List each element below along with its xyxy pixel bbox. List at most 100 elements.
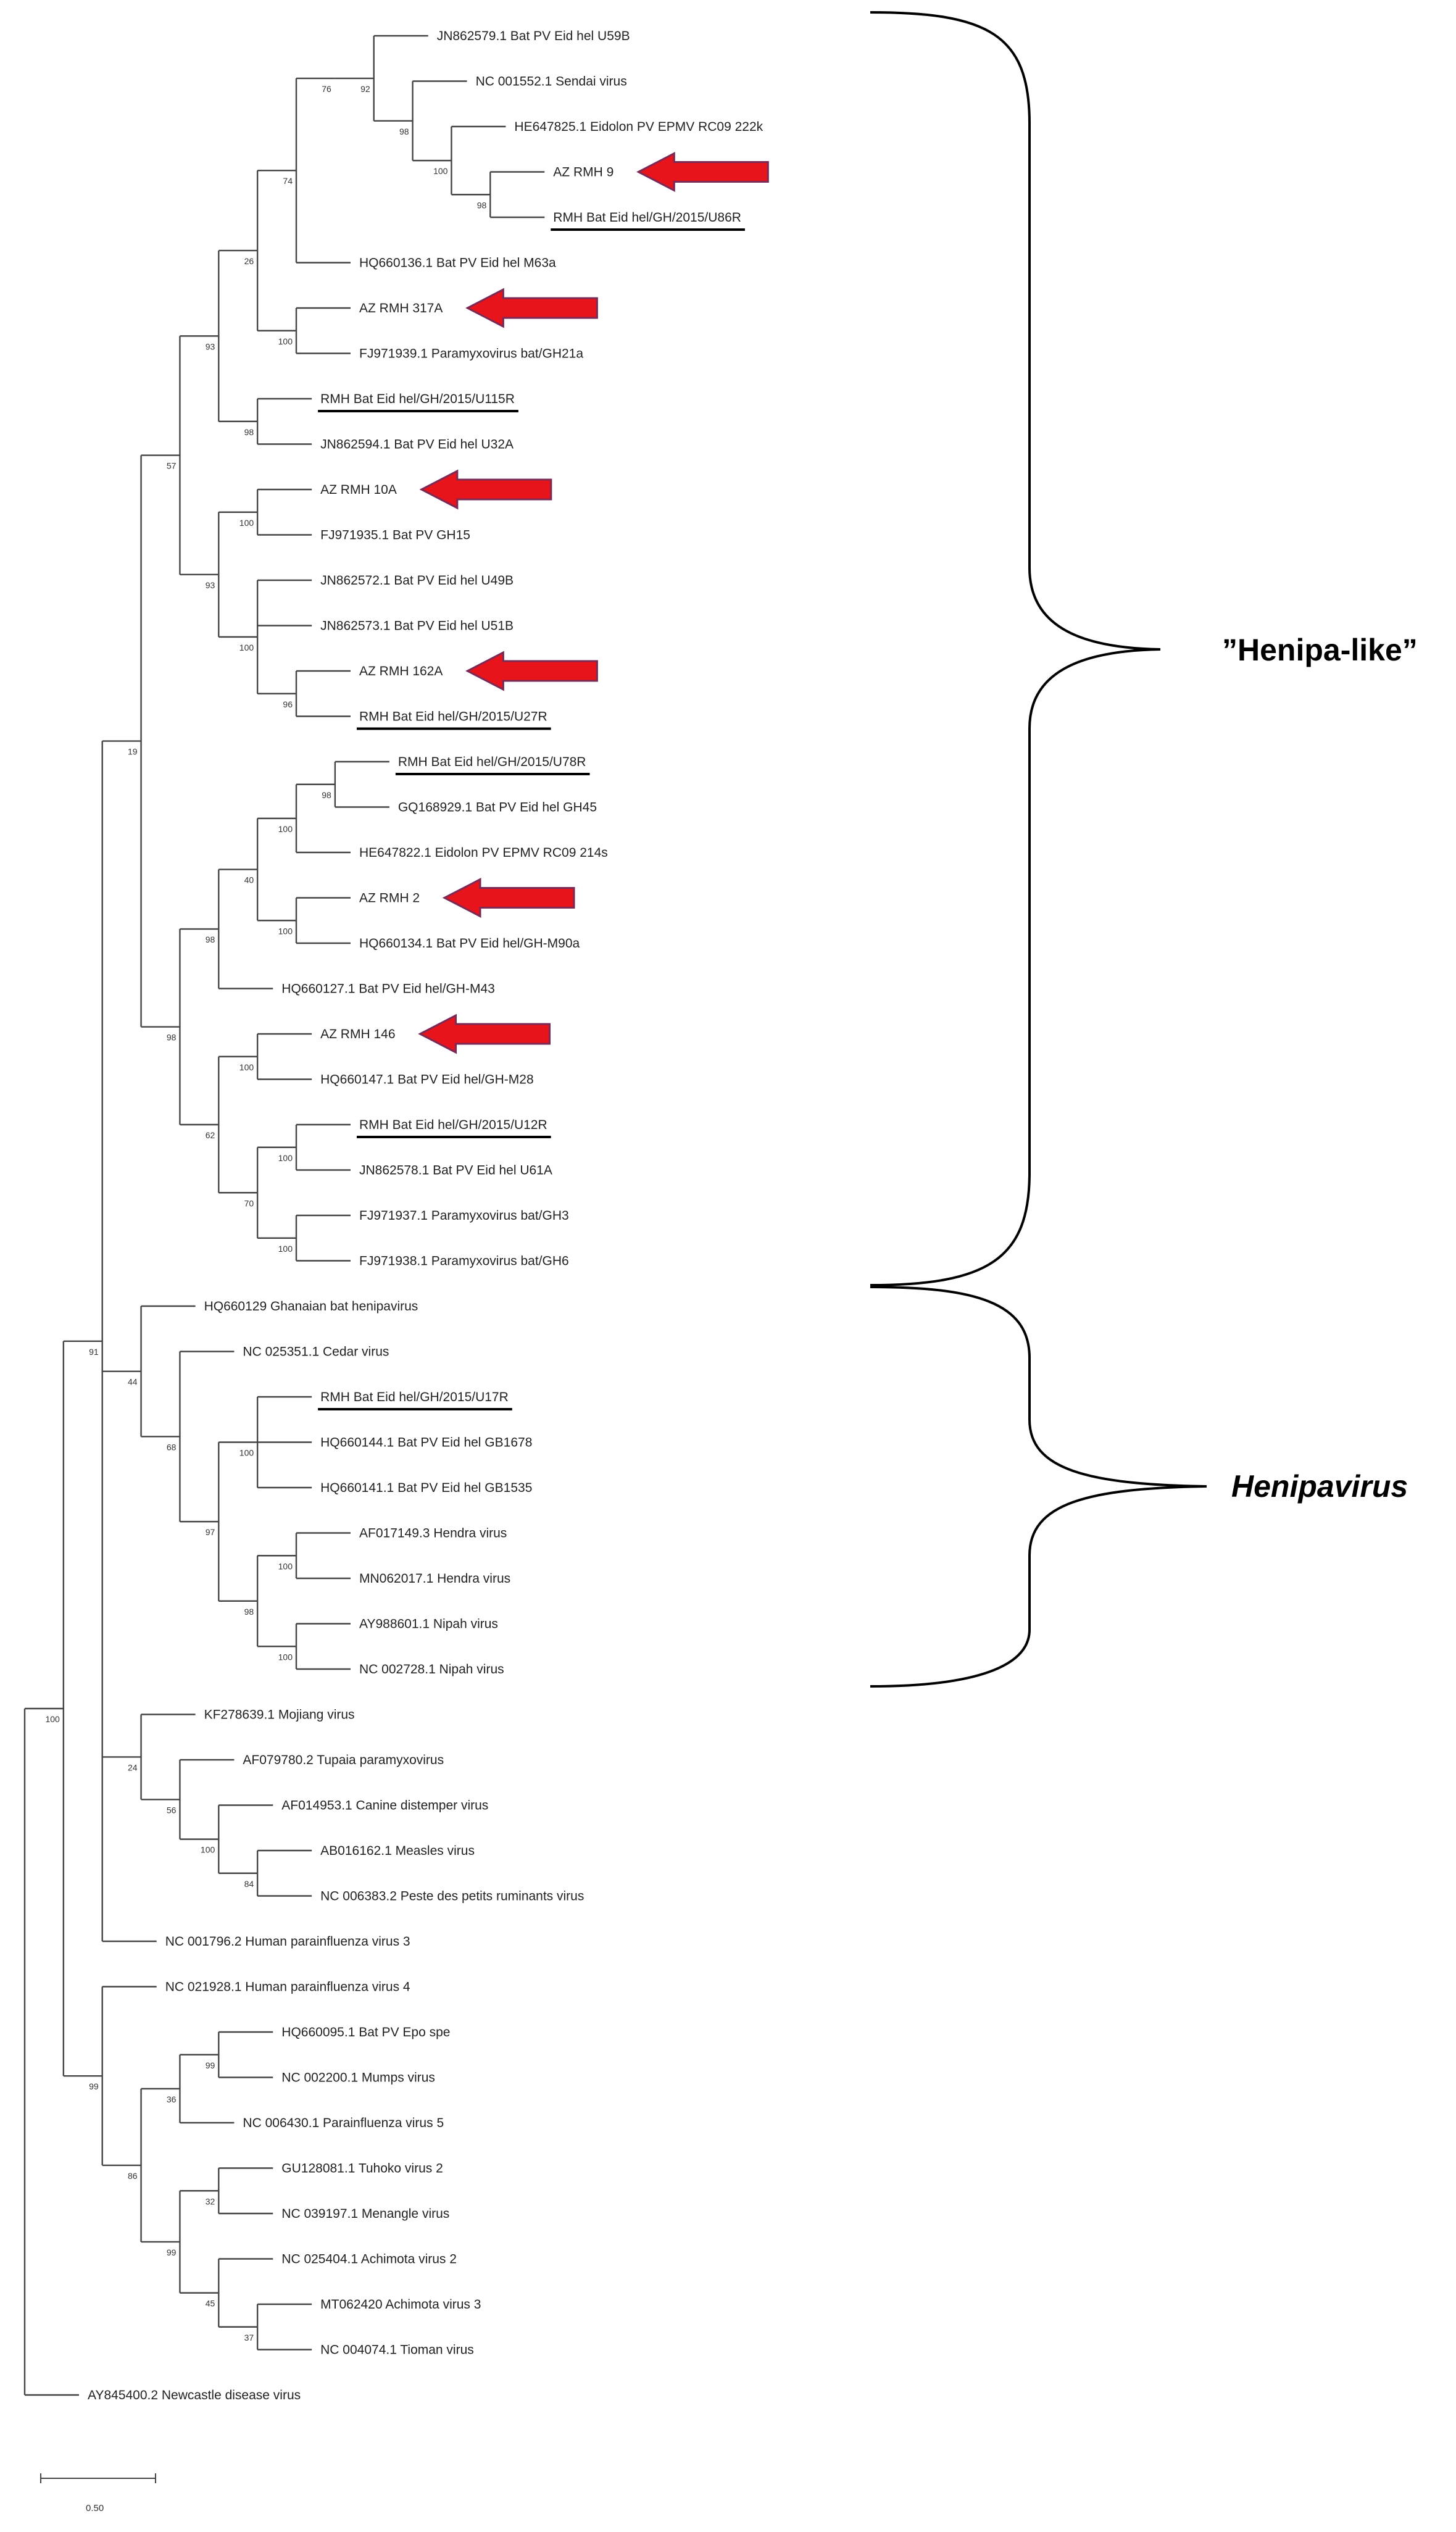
bootstrap-value: 98: [477, 200, 487, 210]
scale-bar-label: 0.50: [86, 2503, 104, 2513]
tree-branches: [23, 35, 545, 2396]
taxon-label: HQ660141.1 Bat PV Eid hel GB1535: [320, 1481, 532, 1495]
bootstrap-value: 100: [278, 1244, 293, 1254]
taxon-label: RMH Bat Eid hel/GH/2015/U17R: [320, 1390, 509, 1404]
taxon-label: FJ971939.1 Paramyxovirus bat/GH21a: [359, 347, 583, 361]
bootstrap-value: 91: [89, 1347, 99, 1357]
bootstrap-value: 98: [167, 1033, 177, 1043]
taxon-label: AF014953.1 Canine distemper virus: [281, 1799, 488, 1813]
bootstrap-value: 100: [239, 643, 254, 652]
taxon-label: RMH Bat Eid hel/GH/2015/U78R: [398, 755, 586, 769]
taxon-label: RMH Bat Eid hel/GH/2015/U115R: [320, 392, 515, 406]
taxon-label: NC 004074.1 Tioman virus: [320, 2343, 474, 2357]
taxon-label: HQ660136.1 Bat PV Eid hel M63a: [359, 256, 556, 270]
red-arrow-icon: [465, 651, 598, 691]
bootstrap-value: 100: [239, 1448, 254, 1458]
bootstrap-value: 37: [244, 2333, 254, 2343]
highlighted-taxon-label: AZ RMH 317A: [359, 301, 443, 315]
red-arrow-icon: [418, 1014, 551, 1054]
highlighted-taxon-label: AZ RMH 10A: [320, 483, 397, 497]
taxon-label: NC 006383.2 Peste des petits ruminants v…: [320, 1889, 584, 1904]
taxon-label: NC 025351.1 Cedar virus: [243, 1345, 389, 1359]
bootstrap-value: 96: [283, 699, 293, 709]
red-arrow-icon: [465, 288, 598, 328]
taxon-label: NC 021928.1 Human parainfluenza virus 4: [165, 1980, 410, 1994]
bootstrap-value: 68: [167, 1442, 177, 1452]
taxon-label: AY845400.2 Newcastle disease virus: [88, 2388, 301, 2402]
bootstrap-value: 100: [278, 1561, 293, 1571]
bootstrap-value: 99: [206, 2060, 215, 2070]
henipavirus-label: Henipavirus: [1231, 1469, 1408, 1504]
bootstrap-value: 32: [206, 2196, 215, 2206]
taxon-label: NC 025404.1 Achimota virus 2: [281, 2252, 457, 2267]
bootstrap-value: 100: [278, 1652, 293, 1662]
bootstrap-value: 93: [206, 580, 215, 590]
bootstrap-value: 98: [244, 1607, 254, 1617]
taxon-label: FJ971935.1 Bat PV GH15: [320, 528, 470, 543]
taxon-label: HE647822.1 Eidolon PV EPMV RC09 214s: [359, 846, 608, 860]
bootstrap-value: 36: [167, 2094, 177, 2104]
bootstrap-value: 19: [128, 747, 138, 757]
bootstrap-value: 97: [206, 1527, 215, 1537]
taxon-label: HQ660134.1 Bat PV Eid hel/GH-M90a: [359, 936, 580, 951]
taxon-label: MT062420 Achimota virus 3: [320, 2297, 481, 2312]
bootstrap-value: 92: [360, 84, 370, 94]
henipa-like-bracket: [870, 11, 1161, 1286]
highlight-arrows: [418, 152, 769, 1054]
bootstrap-value: 98: [206, 935, 215, 944]
highlighted-taxon-label: AZ RMH 2: [359, 891, 420, 906]
taxon-label: NC 001552.1 Sendai virus: [476, 75, 627, 89]
taxon-label: HE647825.1 Eidolon PV EPMV RC09 222k: [514, 120, 763, 134]
taxon-label: NC 001796.2 Human parainfluenza virus 3: [165, 1934, 410, 1949]
taxon-label: NC 002200.1 Mumps virus: [281, 2071, 435, 2085]
taxon-label: AF017149.3 Hendra virus: [359, 1526, 507, 1541]
taxon-label: AF079780.2 Tupaia paramyxovirus: [243, 1753, 444, 1767]
bootstrap-value: 62: [206, 1130, 215, 1140]
bootstrap-value: 100: [278, 926, 293, 936]
bootstrap-value: 86: [128, 2171, 138, 2181]
red-arrow-icon: [419, 469, 552, 510]
highlighted-taxon-label: AZ RMH 162A: [359, 664, 443, 678]
taxon-label: AY988601.1 Nipah virus: [359, 1617, 498, 1631]
taxon-label: RMH Bat Eid hel/GH/2015/U27R: [359, 710, 547, 724]
taxon-label: JN862572.1 Bat PV Eid hel U49B: [320, 573, 514, 588]
bootstrap-value: 98: [244, 427, 254, 437]
bootstrap-value: 99: [167, 2247, 177, 2257]
taxon-label: RMH Bat Eid hel/GH/2015/U12R: [359, 1118, 547, 1132]
red-arrow-icon: [636, 152, 769, 192]
bootstrap-value: 100: [278, 1153, 293, 1163]
bootstrap-value: 99: [89, 2081, 99, 2091]
taxon-label: RMH Bat Eid hel/GH/2015/U86R: [553, 210, 741, 225]
bootstrap-value: 100: [45, 1714, 60, 1724]
bootstrap-value: 76: [322, 84, 331, 94]
taxon-label: JN862579.1 Bat PV Eid hel U59B: [437, 29, 630, 43]
taxon-label: JN862578.1 Bat PV Eid hel U61A: [359, 1164, 552, 1178]
taxon-label: HQ660147.1 Bat PV Eid hel/GH-M28: [320, 1073, 534, 1087]
henipavirus-bracket: [870, 1286, 1207, 1688]
taxon-label: HQ660144.1 Bat PV Eid hel GB1678: [320, 1436, 532, 1450]
taxon-label: HQ660127.1 Bat PV Eid hel/GH-M43: [281, 982, 495, 996]
bootstrap-values: 9810098927674100269893100961009357981001…: [45, 84, 486, 2343]
bootstrap-value: 74: [283, 176, 293, 186]
bootstrap-value: 45: [206, 2299, 215, 2309]
bootstrap-value: 100: [433, 166, 448, 176]
taxon-label: MN062017.1 Hendra virus: [359, 1572, 510, 1586]
taxon-label: FJ971937.1 Paramyxovirus bat/GH3: [359, 1209, 569, 1223]
bootstrap-value: 57: [167, 461, 177, 471]
henipa-like-label: ”Henipa-like”: [1222, 633, 1418, 667]
bootstrap-value: 100: [201, 1845, 215, 1855]
bootstrap-value: 26: [244, 256, 254, 266]
taxon-label: NC 039197.1 Menangle virus: [281, 2207, 449, 2221]
bootstrap-value: 98: [399, 127, 409, 136]
red-arrow-icon: [442, 878, 575, 918]
taxon-label: GU128081.1 Tuhoko virus 2: [281, 2162, 443, 2176]
taxon-label: KF278639.1 Mojiang virus: [204, 1708, 355, 1722]
scale-bar: 0.50: [40, 2473, 156, 2513]
bootstrap-value: 70: [244, 1198, 254, 1208]
bootstrap-value: 100: [239, 518, 254, 528]
bootstrap-value: 100: [278, 336, 293, 346]
bootstrap-value: 98: [322, 790, 331, 800]
bootstrap-value: 56: [167, 1805, 177, 1815]
bootstrap-value: 100: [278, 824, 293, 834]
